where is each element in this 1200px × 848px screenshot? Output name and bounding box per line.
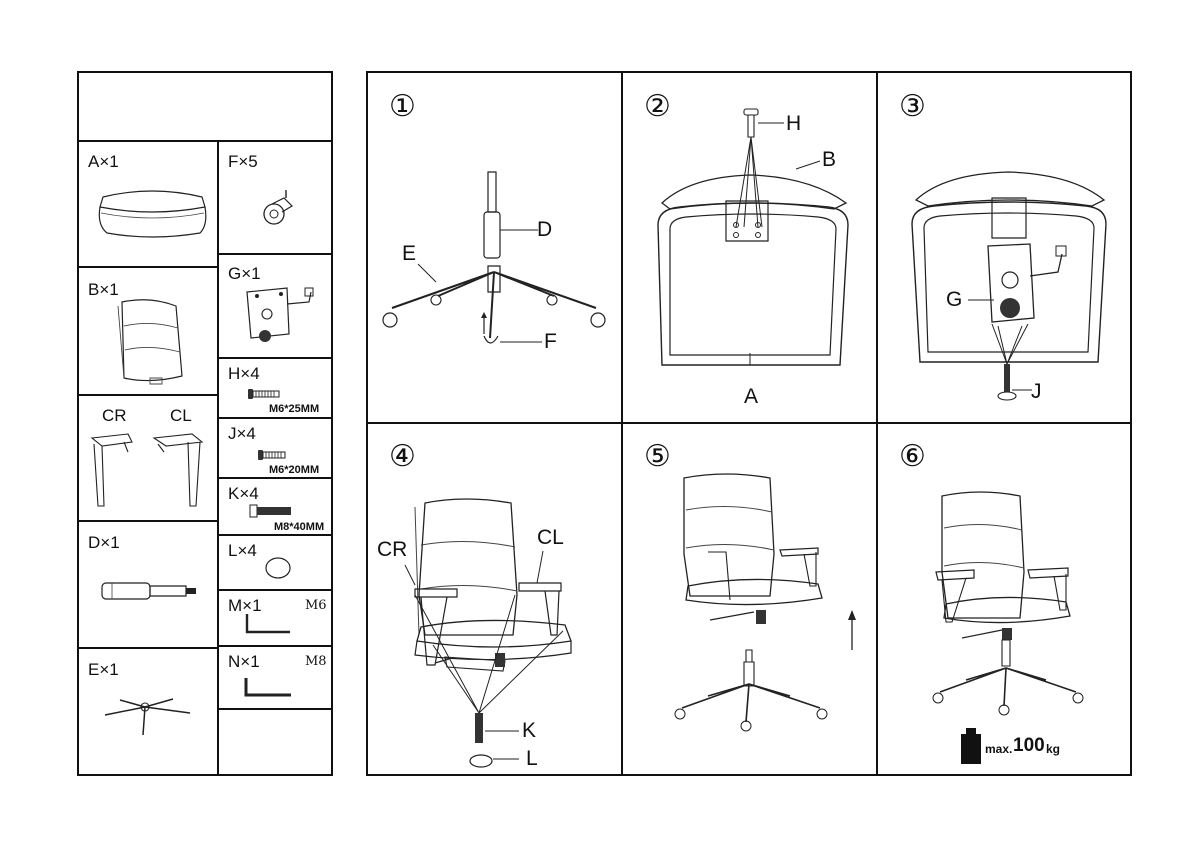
- allen-key-n-spec: M8: [305, 654, 327, 669]
- armrests-illustration: [88, 430, 208, 512]
- step-3-label-g: G: [946, 288, 963, 311]
- divider: [217, 357, 333, 359]
- part-l-label: L×4: [228, 541, 257, 560]
- seat-cushion-illustration: [95, 185, 210, 240]
- divider: [77, 266, 218, 268]
- divider: [77, 394, 218, 396]
- step-2-label-b: B: [822, 148, 837, 171]
- step-6-number: ⑥: [899, 439, 926, 474]
- part-g-label: G×1: [228, 264, 261, 283]
- step-4-label-cl: CL: [537, 526, 564, 549]
- allen-key-m-spec: M6: [305, 598, 327, 613]
- divider: [217, 645, 333, 647]
- step-4-number: ④: [389, 439, 416, 474]
- part-b-label: B×1: [88, 280, 119, 299]
- base-illustration: [95, 695, 200, 740]
- caster-illustration: [258, 188, 298, 228]
- max-load-unit: kg: [1046, 742, 1061, 756]
- part-j-label: J×4: [228, 424, 256, 443]
- step-1-label-f: F: [544, 330, 557, 353]
- parts-header-divider: [77, 140, 333, 142]
- screw-h-spec: M6*25MM: [269, 403, 320, 415]
- grid-divider: [366, 422, 1132, 424]
- parts-column-divider: [217, 140, 219, 776]
- part-cr-label: CR: [102, 406, 127, 425]
- part-k-label: K×4: [228, 484, 259, 503]
- step-4-label-cr: CR: [377, 538, 408, 561]
- part-e-label: E×1: [88, 660, 119, 679]
- weight-icon: [961, 728, 981, 764]
- part-a-label: A×1: [88, 152, 119, 171]
- divider: [217, 477, 333, 479]
- bolt-k-icon: [250, 504, 291, 518]
- allen-key-n-icon: [243, 676, 293, 700]
- divider: [217, 253, 333, 255]
- step-5-attach-base: [670, 470, 856, 735]
- step-1-label-d: D: [537, 218, 553, 241]
- divider: [217, 708, 333, 710]
- max-load-value: 100: [1013, 735, 1045, 756]
- part-h-label: H×4: [228, 364, 260, 383]
- divider: [217, 534, 333, 536]
- gas-lift-illustration: [100, 578, 196, 604]
- step-1-base-assembly: [378, 168, 608, 358]
- part-f-label: F×5: [228, 152, 258, 171]
- part-m-label: M×1: [228, 596, 262, 615]
- step-5-number: ⑤: [644, 439, 671, 474]
- part-cl-label: CL: [170, 406, 192, 425]
- parts-list-panel: [77, 71, 333, 776]
- screw-h-icon: [248, 389, 280, 399]
- step-3-label-j: J: [1031, 380, 1042, 403]
- step-4-label-k: K: [522, 719, 537, 742]
- step-2-label-h: H: [786, 112, 802, 135]
- step-3-mechanism-install: [908, 168, 1113, 408]
- step-1-number: ①: [389, 89, 416, 124]
- step-1-label-e: E: [402, 242, 417, 265]
- cap-l-icon: [264, 556, 292, 582]
- step-2-label-a: A: [744, 385, 759, 408]
- screw-j-spec: M6*20MM: [269, 464, 320, 476]
- bolt-k-spec: M8*40MM: [274, 521, 325, 533]
- part-n-label: N×1: [228, 652, 260, 671]
- step-4-label-l: L: [526, 747, 538, 770]
- divider: [217, 589, 333, 591]
- divider: [77, 647, 218, 649]
- step-4-armrest-install: [385, 495, 585, 775]
- step-2-number: ②: [644, 89, 671, 124]
- divider: [77, 520, 218, 522]
- backrest-illustration: [110, 298, 190, 390]
- tilt-mechanism-illustration: [243, 284, 323, 342]
- step-6-finished-chair: [930, 488, 1090, 718]
- divider: [217, 417, 333, 419]
- max-load-prefix: max.: [985, 742, 1013, 756]
- step-2-seat-backrest: [650, 105, 855, 375]
- screw-j-icon: [258, 450, 286, 460]
- step-3-number: ③: [899, 89, 926, 124]
- part-d-label: D×1: [88, 533, 120, 552]
- allen-key-m-icon: [244, 612, 292, 636]
